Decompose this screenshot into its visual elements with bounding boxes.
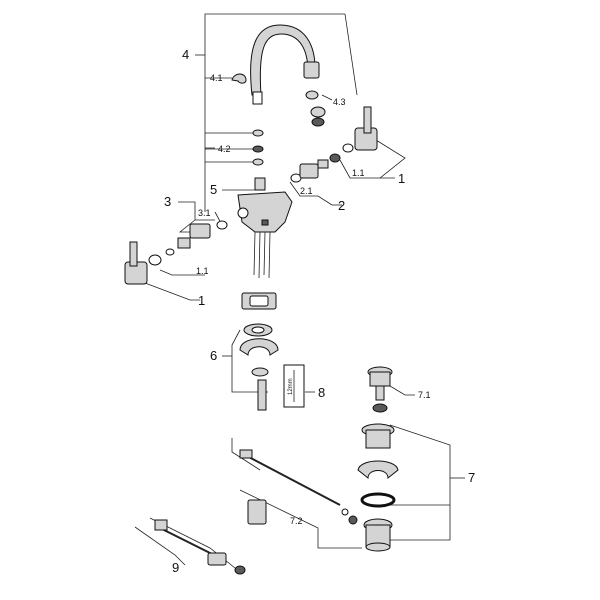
part-7-2-rod	[239, 449, 358, 525]
callout-8: 8	[318, 385, 325, 400]
part-6-mounting	[239, 323, 279, 411]
callout-1-1-right: 1.1	[352, 168, 365, 178]
part-1-handle-left	[124, 241, 175, 285]
callout-4: 4	[182, 47, 189, 62]
callout-2: 2	[338, 198, 345, 213]
part-7-1-plug	[367, 366, 393, 413]
part-2-cartridge	[290, 153, 341, 183]
part-1-handle-right	[342, 106, 378, 153]
leader-lines	[134, 13, 465, 569]
callout-5: 5	[210, 182, 217, 197]
callout-4-3: 4.3	[333, 97, 346, 107]
part-3-cartridge	[177, 220, 228, 249]
callout-4-2: 4.2	[218, 144, 231, 154]
callout-3-1: 3.1	[198, 208, 211, 218]
callout-2-1: 2.1	[300, 186, 313, 196]
part-7-waste	[357, 423, 399, 552]
gauge-label: 12mm	[288, 378, 294, 395]
part-4-2-washers	[252, 129, 264, 166]
callout-3: 3	[164, 194, 171, 209]
part-4-1	[231, 73, 247, 84]
callout-4-1: 4.1	[210, 73, 223, 83]
part-9-hose	[154, 519, 246, 575]
callout-7: 7	[468, 470, 475, 485]
callout-1-left: 1	[198, 293, 205, 308]
callout-7-2: 7.2	[290, 516, 303, 526]
callout-6: 6	[210, 348, 217, 363]
spout	[250, 24, 320, 105]
part-8-gauge: 12mm	[283, 364, 305, 408]
callout-9: 9	[172, 560, 179, 575]
callout-1-right: 1	[398, 171, 405, 186]
part-5-body	[237, 177, 293, 279]
part-4-3-aerator	[305, 90, 326, 127]
base-plate	[241, 292, 277, 310]
callout-1-1-left: 1.1	[196, 266, 209, 276]
callout-7-1: 7.1	[418, 390, 431, 400]
callout-labels: 4 4.1 4.3 4.2 5 3 3.1 2.1 2 1.1 1 1.1 1 …	[164, 47, 475, 575]
